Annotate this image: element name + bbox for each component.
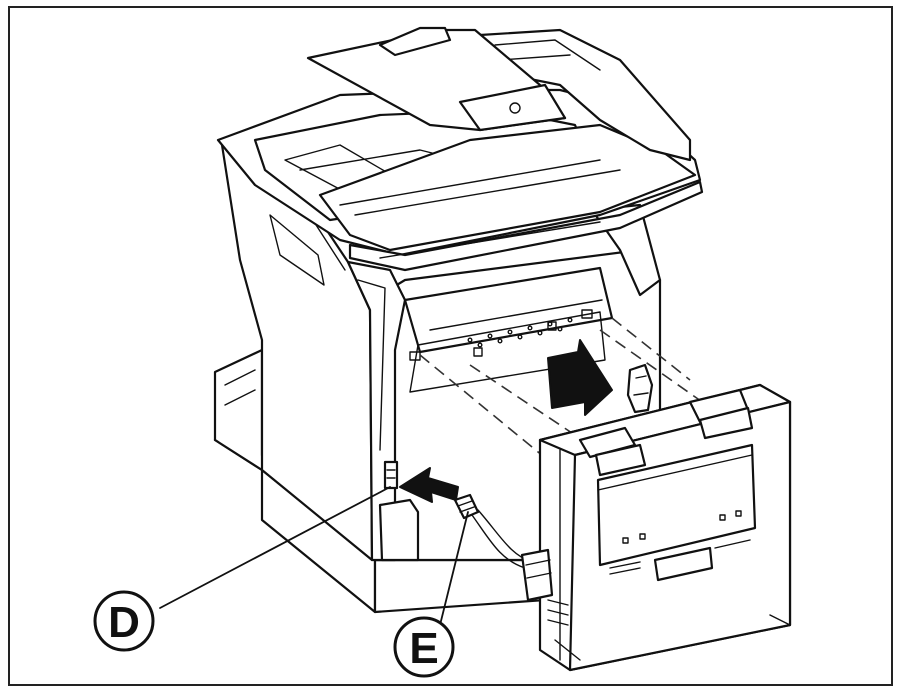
scanner-unit (216, 28, 704, 272)
leader-line-d (159, 486, 391, 609)
callout-d: D (93, 590, 155, 652)
connector-cable (453, 493, 554, 602)
callout-d-label: D (108, 598, 140, 647)
callout-e: E (393, 616, 455, 678)
printer-body (213, 138, 662, 614)
insert-arrow (547, 339, 613, 416)
leader-line-e (439, 511, 469, 626)
callout-e-label: E (409, 624, 438, 673)
connect-arrow (399, 467, 459, 503)
document-feeder-tray (306, 26, 567, 132)
rear-module (538, 383, 792, 672)
